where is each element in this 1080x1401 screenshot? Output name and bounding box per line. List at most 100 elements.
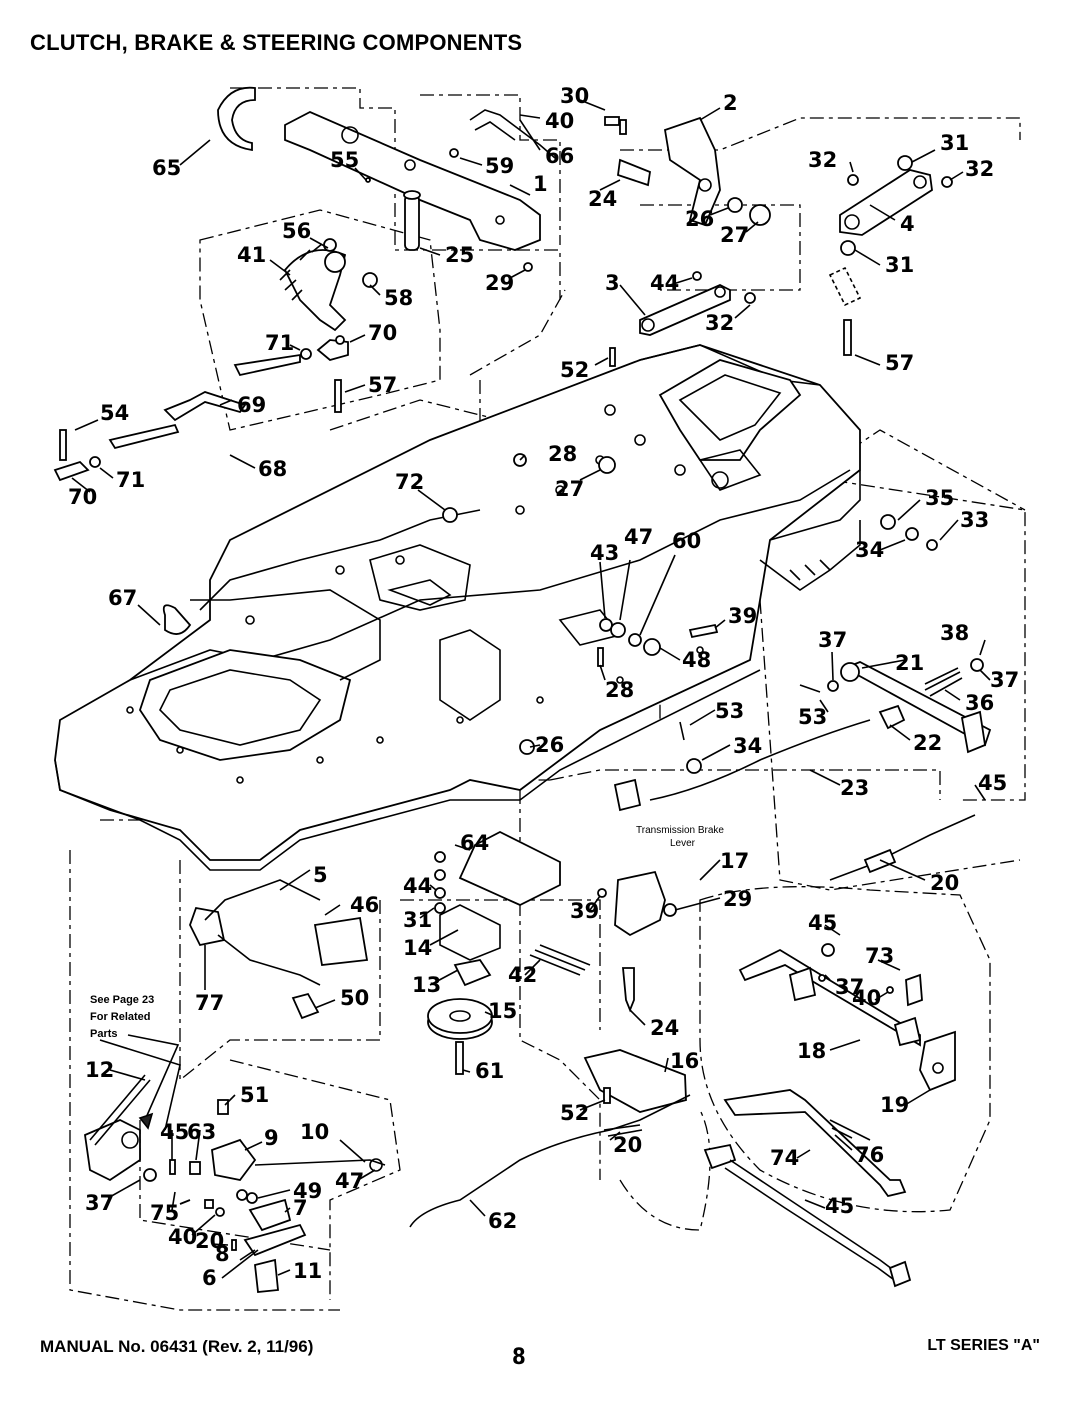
callout: 45: [808, 911, 837, 935]
callout: 52: [560, 1101, 589, 1125]
callout: 59: [485, 154, 514, 178]
callout: 8: [215, 1242, 230, 1266]
callout: 45: [825, 1194, 854, 1218]
callout: 6: [202, 1266, 217, 1290]
callout: 37: [990, 668, 1019, 692]
callout: 31: [885, 253, 914, 277]
callout: 32: [965, 157, 994, 181]
callout: 55: [330, 148, 359, 172]
callout: 27: [555, 477, 584, 501]
callout: 45: [160, 1120, 189, 1144]
transmission-brake-note-line2: Lever: [670, 838, 696, 849]
callout: 54: [100, 401, 129, 425]
callout: 7: [293, 1196, 308, 1220]
callout: 1: [533, 172, 548, 196]
callout: 48: [682, 648, 711, 672]
callout: 31: [940, 131, 969, 155]
callout: 63: [187, 1120, 216, 1144]
callout: 65: [152, 156, 181, 180]
callout: 13: [412, 973, 441, 997]
callout: 25: [445, 243, 474, 267]
callout: 2: [723, 91, 738, 115]
callout: 11: [293, 1259, 322, 1283]
callout: 49: [293, 1179, 322, 1203]
callout: 38: [940, 621, 969, 645]
callout: 31: [403, 908, 432, 932]
callout: 27: [720, 223, 749, 247]
callout: 73: [865, 944, 894, 968]
callout: 36: [965, 691, 994, 715]
callout: 5: [313, 863, 328, 887]
callout: 33: [960, 508, 989, 532]
callout: 39: [570, 899, 599, 923]
callout: 47: [624, 525, 653, 549]
callout: 42: [508, 963, 537, 987]
notes: Transmission Brake Lever See Page 23 For…: [90, 825, 724, 1040]
callout: 18: [797, 1039, 826, 1063]
callout: 16: [670, 1049, 699, 1073]
callout: 71: [116, 468, 145, 492]
callout: 70: [368, 321, 397, 345]
callout: 53: [798, 705, 827, 729]
callout: 67: [108, 586, 137, 610]
callout: 9: [264, 1126, 279, 1150]
callout: 29: [723, 887, 752, 911]
callout: 74: [770, 1146, 799, 1170]
callout: 34: [733, 734, 762, 758]
callout: 32: [808, 148, 837, 172]
callout: 20: [930, 871, 959, 895]
callout: 24: [650, 1016, 679, 1040]
callout: 14: [403, 936, 432, 960]
see-page-note: See Page 23: [90, 994, 154, 1006]
callout: 58: [384, 286, 413, 310]
callout: 47: [335, 1169, 364, 1193]
callout: 52: [560, 358, 589, 382]
callout: 46: [350, 893, 379, 917]
callout: 68: [258, 457, 287, 481]
callout: 37: [835, 975, 864, 999]
callout: 35: [925, 486, 954, 510]
callout: 20: [613, 1133, 642, 1157]
transmission-brake-note: Transmission Brake: [636, 825, 724, 836]
page-number: 8: [512, 1345, 526, 1370]
callout: 26: [535, 733, 564, 757]
callout: 41: [237, 243, 266, 267]
callout: 32: [705, 311, 734, 335]
series-label: LT SERIES "A": [927, 1337, 1040, 1354]
callout: 69: [237, 393, 266, 417]
callout: 40: [168, 1225, 197, 1249]
callout: 43: [590, 541, 619, 565]
callout: 40: [852, 986, 881, 1010]
callout: 24: [588, 187, 617, 211]
callout: 51: [240, 1083, 269, 1107]
callout: 39: [728, 604, 757, 628]
callout: 19: [880, 1093, 909, 1117]
callout: 23: [840, 776, 869, 800]
callout: 70: [68, 485, 97, 509]
callout: 64: [460, 831, 489, 855]
callout: 30: [560, 84, 589, 108]
callout: 71: [265, 331, 294, 355]
callout: 62: [488, 1209, 517, 1233]
callout: 37: [85, 1191, 114, 1215]
chassis-frame: [54, 344, 861, 871]
callout: 72: [395, 470, 424, 494]
callout: 4: [900, 212, 915, 236]
manual-number: MANUAL No. 06431 (Rev. 2, 11/96): [40, 1337, 314, 1356]
callout: 12: [85, 1058, 114, 1082]
callout: 57: [368, 373, 397, 397]
callout: 45: [978, 771, 1007, 795]
callout: 57: [885, 351, 914, 375]
callout: 21: [895, 651, 924, 675]
callout: 60: [672, 529, 701, 553]
callout: 50: [340, 986, 369, 1010]
callout: 44: [650, 271, 679, 295]
callout: 10: [300, 1120, 329, 1144]
callout: 53: [715, 699, 744, 723]
callout: 44: [403, 874, 432, 898]
callout: 37: [818, 628, 847, 652]
callout: 17: [720, 849, 749, 873]
callout: 28: [548, 442, 577, 466]
callout: 34: [855, 538, 884, 562]
